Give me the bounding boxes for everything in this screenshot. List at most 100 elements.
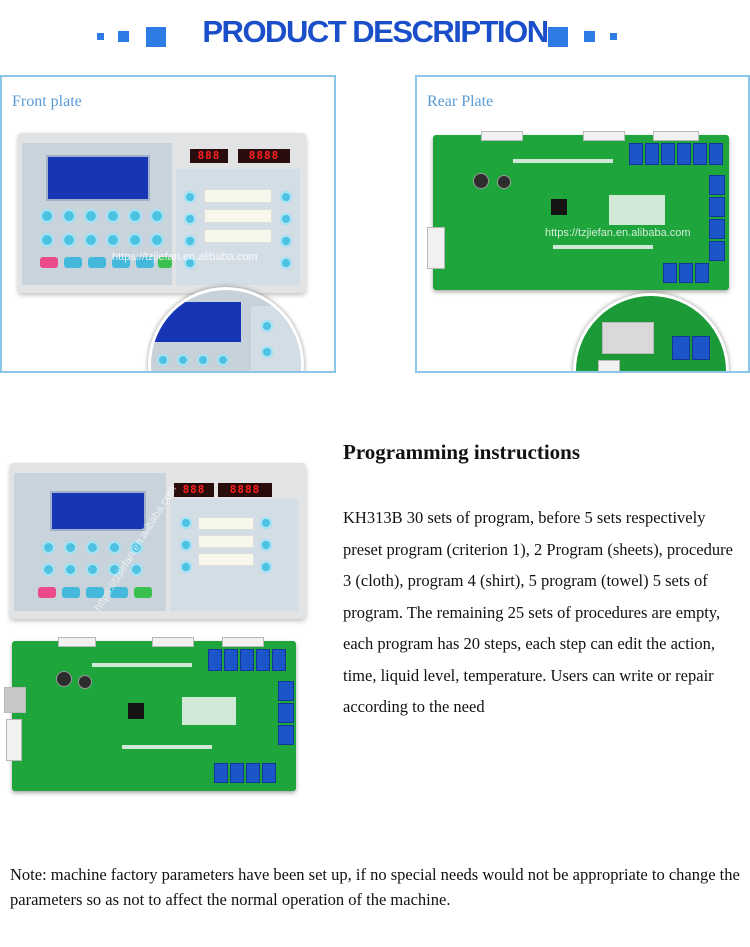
decor-square: [146, 27, 166, 47]
indicator-strip: [198, 553, 254, 566]
pcb-relay: [272, 649, 286, 671]
pcb-connector: [58, 637, 96, 647]
keypad-key: [106, 209, 120, 223]
keypad-key: [130, 563, 143, 576]
pcb-relay: [693, 143, 707, 165]
front-keypad-photo: 888 8888 https://tzjiefan.e: [18, 133, 306, 293]
keypad-key: [261, 372, 273, 373]
pcb-trace-area: [513, 159, 613, 163]
pcb-connector: [6, 719, 22, 761]
pcb-relay: [663, 263, 677, 283]
pcb-connector: [481, 131, 523, 141]
pcb-relay: [709, 197, 725, 217]
pcb-capacitor: [497, 175, 511, 189]
pcb-trace-area: [92, 663, 192, 667]
pcb-connector: [4, 687, 26, 713]
function-key: [62, 587, 80, 598]
seven-segment-display: 8888: [218, 483, 272, 497]
keypad-key: [177, 354, 189, 366]
pcb-relay: [709, 175, 725, 195]
keypad-key: [184, 191, 196, 203]
programming-description: KH313B 30 sets of program, before 5 sets…: [343, 508, 733, 716]
keypad-key: [261, 320, 273, 332]
pcb-connector: [653, 131, 699, 141]
pcb-connector: [222, 637, 264, 647]
keypad-key: [108, 541, 121, 554]
rear-pcb-photo: https://tzjiefan.en.alibaba.com: [427, 131, 729, 290]
factory-parameters-note: Note: machine factory parameters have be…: [10, 865, 740, 909]
keypad-key: [184, 213, 196, 225]
keypad-key: [62, 209, 76, 223]
keypad-key: [42, 563, 55, 576]
keypad-key: [40, 209, 54, 223]
programming-heading: Programming instructions: [343, 440, 581, 464]
pcb-relay: [256, 649, 270, 671]
pcb-relay: [709, 219, 725, 239]
keypad-key: [180, 539, 192, 551]
function-key: [86, 587, 104, 598]
function-key: [134, 587, 152, 598]
pcb-connector: [427, 227, 445, 269]
pcb-capacitor: [473, 173, 489, 189]
keypad-key: [157, 354, 169, 366]
front-plate-label: Front plate: [12, 93, 82, 110]
keypad-key: [180, 561, 192, 573]
pcb-trace-area: [553, 245, 653, 249]
keypad-key: [260, 517, 272, 529]
keypad-key: [130, 541, 143, 554]
decor-square: [584, 31, 595, 42]
function-key: [110, 587, 128, 598]
pcb-relay: [240, 649, 254, 671]
decor-square: [97, 33, 104, 40]
front-plate-panel: Front plate 888 8888: [0, 75, 336, 373]
keypad-key: [84, 209, 98, 223]
keypad-key: [280, 191, 292, 203]
seven-segment-display: 888: [190, 149, 228, 163]
rear-plate-label: Rear Plate: [427, 93, 494, 110]
lower-keypad-photo: 888 8888: [10, 463, 306, 619]
keypad-key: [184, 257, 196, 269]
watermark-text: https://tzjiefan.en.alibaba.com: [112, 251, 258, 263]
keypad-key: [261, 346, 273, 358]
indicator-strip: [204, 189, 272, 203]
header-banner: PRODUCT DESCRIPTION: [0, 0, 750, 75]
keypad-key: [128, 209, 142, 223]
indicator-strip: [198, 517, 254, 530]
pcb-relay: [214, 763, 228, 783]
pcb-connector: [602, 322, 654, 354]
zoom-lcd: [151, 302, 241, 342]
keypad-key: [197, 354, 209, 366]
pcb-relay: [278, 703, 294, 723]
function-key: [38, 587, 56, 598]
pcb-relay: [645, 143, 659, 165]
pcb-relay: [230, 763, 244, 783]
pcb-relay: [246, 763, 260, 783]
decor-square: [548, 27, 568, 47]
pcb-chip: [128, 703, 144, 719]
pcb-relay: [661, 143, 675, 165]
pcb-relay: [692, 336, 710, 360]
pcb-connector: [152, 637, 194, 647]
keypad-key: [108, 563, 121, 576]
function-key: [112, 257, 130, 268]
pcb-relay: [709, 143, 723, 165]
lcd-screen: [50, 491, 146, 531]
pcb-connector: [583, 131, 625, 141]
pcb-relay: [224, 649, 238, 671]
keypad-right-section: [176, 169, 300, 285]
function-key: [136, 257, 154, 268]
keypad-key: [180, 517, 192, 529]
pcb-label-area: [182, 697, 236, 725]
front-plate-zoom-detail: [148, 287, 304, 373]
pcb-trace-area: [122, 745, 212, 749]
lcd-screen: [46, 155, 150, 201]
pcb-relay: [695, 263, 709, 283]
rear-plate-panel: Rear Plate https://tzjiefan.en.alibaba.c…: [415, 75, 750, 373]
pcb-relay: [262, 763, 276, 783]
keypad-key: [86, 541, 99, 554]
keypad-key: [260, 561, 272, 573]
keypad-key: [64, 541, 77, 554]
keypad-key: [106, 233, 120, 247]
function-key: [88, 257, 106, 268]
pcb-connector: [598, 360, 620, 371]
